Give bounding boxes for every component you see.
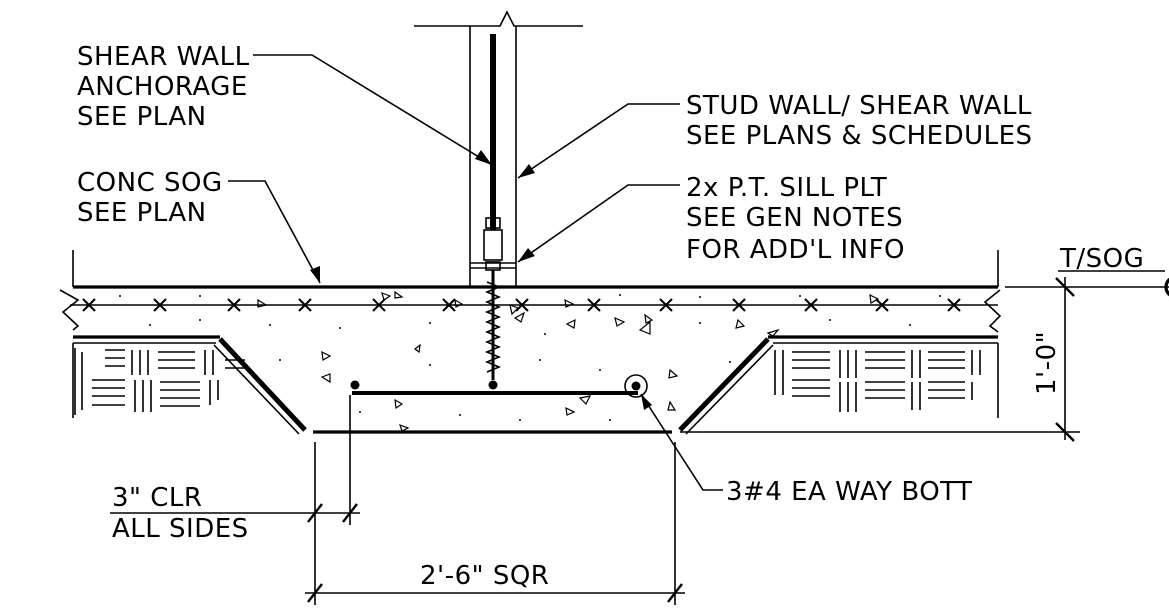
note-shear-anchor-line-2: ANCHORAGE [77, 72, 248, 102]
footing-rebar [350, 374, 648, 398]
dimension-depth [680, 270, 1169, 442]
earth-hatch-right [774, 350, 981, 412]
note-stud-wall-line-1: STUD WALL/ SHEAR WALL [686, 91, 1032, 121]
note-clear-cover-line-1: 3" CLR [112, 483, 202, 513]
note-rebar: 3#4 EA WAY BOTT [726, 477, 972, 507]
note-sill-plate-line-1: 2x P.T. SILL PLT [686, 173, 887, 203]
note-shear-anchor-line-1: SHEAR WALL [77, 42, 250, 72]
note-conc-sog: CONC SOG SEE PLAN [77, 168, 223, 228]
anchor-rod [483, 34, 503, 390]
note-conc-sog-line-2: SEE PLAN [77, 198, 207, 228]
label-top-of-slab: T/SOG [1059, 244, 1144, 274]
note-sill-plate-line-3: FOR ADD'L INFO [686, 235, 905, 265]
earth-hatch-left [74, 348, 245, 415]
dimension-footing-width [305, 442, 685, 605]
leader-lines [228, 54, 723, 491]
dimension-label-footing-size: 2'-6" SQR [420, 561, 549, 591]
note-conc-sog-line-1: CONC SOG [77, 168, 223, 198]
note-clear-cover-line-2: ALL SIDES [112, 514, 249, 544]
note-sill-plate: 2x P.T. SILL PLT SEE GEN NOTES FOR ADD'L… [686, 173, 905, 265]
note-stud-wall-line-2: SEE PLANS & SCHEDULES [686, 121, 1033, 151]
note-stud-wall: STUD WALL/ SHEAR WALL SEE PLANS & SCHEDU… [686, 91, 1033, 151]
dimension-label-depth: 1'-0" [1032, 331, 1062, 395]
note-sill-plate-line-2: SEE GEN NOTES [686, 203, 903, 233]
note-shear-anchor-line-3: SEE PLAN [77, 102, 207, 132]
concrete-aggregate [119, 290, 941, 432]
note-shear-wall-anchorage: SHEAR WALL ANCHORAGE SEE PLAN [77, 42, 250, 132]
slab-reinforcing [70, 298, 998, 312]
dimension-clear-cover [110, 395, 360, 605]
slab-outline [59, 250, 1002, 435]
stud-wall [414, 10, 583, 287]
